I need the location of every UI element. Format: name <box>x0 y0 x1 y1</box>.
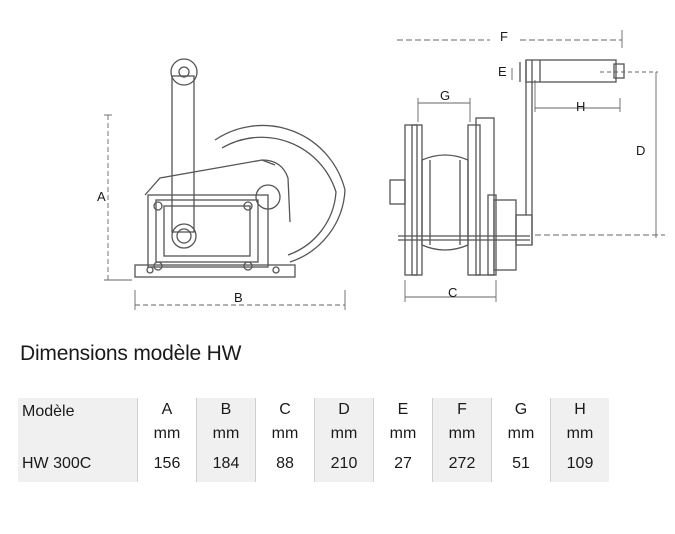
page-title: Dimensions modèle HW <box>20 342 242 365</box>
header-letter: E <box>397 401 409 418</box>
header-letter: G <box>514 401 528 418</box>
dim-label-g: G <box>440 88 450 103</box>
dim-label-e: E <box>498 64 507 79</box>
side-view <box>134 58 346 278</box>
cell-d: 210 <box>314 446 374 482</box>
header-unit: mm <box>389 425 417 442</box>
cell-b: 184 <box>196 446 256 482</box>
header-letter: H <box>574 401 586 418</box>
header-letter: C <box>279 401 291 418</box>
front-view <box>389 59 625 276</box>
header-model: Modèle <box>18 398 138 446</box>
dim-label-d: D <box>636 143 645 158</box>
dim-label-a: A <box>97 189 106 204</box>
cell-g: 51 <box>491 446 551 482</box>
dim-label-h: H <box>576 99 585 114</box>
header-letter: A <box>161 401 173 418</box>
header-unit: mm <box>271 425 299 442</box>
header-unit: mm <box>330 425 358 442</box>
header-letter: B <box>220 401 232 418</box>
cell-h: 109 <box>550 446 609 482</box>
header-letter: F <box>457 401 467 418</box>
header-unit: mm <box>448 425 476 442</box>
dim-label-b: B <box>234 290 243 305</box>
cell-f: 272 <box>432 446 492 482</box>
winch-technical-drawing: A B C D E F G H <box>97 29 665 310</box>
header-unit: mm <box>153 425 181 442</box>
cell-c: 88 <box>255 446 315 482</box>
dim-label-f: F <box>500 29 508 44</box>
cell-model: HW 300C <box>18 446 138 482</box>
table-row: HW 300C 156 184 88 210 27 272 51 109 <box>18 446 609 482</box>
dimension-labels: A B C D E F G H <box>97 29 645 305</box>
header-unit: mm <box>566 425 594 442</box>
header-unit: mm <box>212 425 240 442</box>
cell-e: 27 <box>373 446 433 482</box>
dim-label-c: C <box>448 285 457 300</box>
cell-a: 156 <box>137 446 197 482</box>
dimension-lines <box>104 30 665 310</box>
header-unit: mm <box>507 425 535 442</box>
header-letter: D <box>338 401 350 418</box>
